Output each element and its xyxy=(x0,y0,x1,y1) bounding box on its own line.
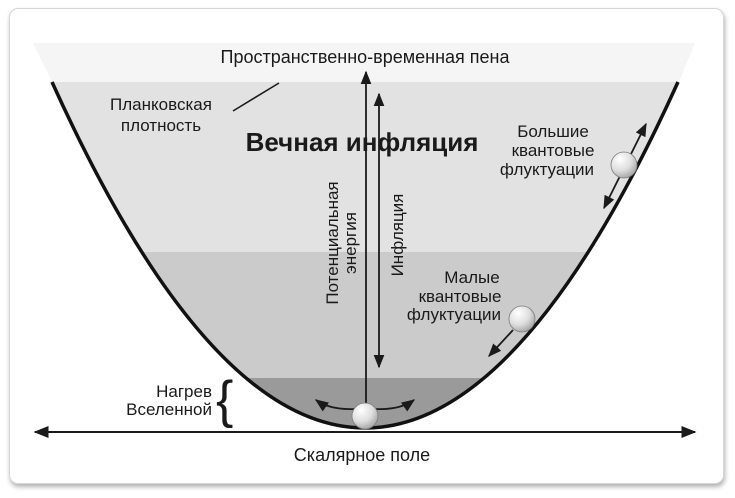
reheating-label-line1: Нагрев xyxy=(156,382,212,401)
large-fluctuations-label-line3: флуктуации xyxy=(500,160,594,179)
scalar-field-axis-label: Скалярное поле xyxy=(294,445,430,465)
ball-small-fluctuation xyxy=(508,305,536,333)
spacetime-foam-label: Пространственно-временная пена xyxy=(221,47,511,67)
small-fluctuation-arrow xyxy=(488,329,514,357)
reheating-label-line2: Вселенной xyxy=(126,400,212,419)
large-fluctuations-label-line2: квантовые xyxy=(512,141,595,160)
ball-vertex xyxy=(351,402,379,430)
ball-large-fluctuation xyxy=(610,151,638,179)
inflation-axis-label: Инфляция xyxy=(388,194,407,277)
potential-energy-axis-label-line2: энергия xyxy=(341,212,360,274)
oscillation-arrow-right xyxy=(375,399,416,412)
small-fluctuations-band xyxy=(52,252,678,378)
potential-energy-axis-label-line1: Потенциальная xyxy=(323,181,342,304)
planck-density-pointer-line xyxy=(232,82,280,112)
large-fluctuations-label-line1: Большие xyxy=(517,122,589,141)
small-fluctuations-label-line2: квантовые xyxy=(419,287,502,306)
planck-density-label-line1: Планковская xyxy=(110,95,212,114)
reheating-brace: { xyxy=(216,371,233,429)
spacetime-foam-band xyxy=(33,43,695,82)
small-fluctuations-label-line1: Малые xyxy=(444,268,499,287)
small-fluctuations-label-line3: флуктуации xyxy=(407,305,501,324)
oscillation-arrow-left xyxy=(314,399,355,412)
eternal-inflation-label: Вечная инфляция xyxy=(246,127,479,157)
planck-density-label-line2: плотность xyxy=(121,116,201,135)
